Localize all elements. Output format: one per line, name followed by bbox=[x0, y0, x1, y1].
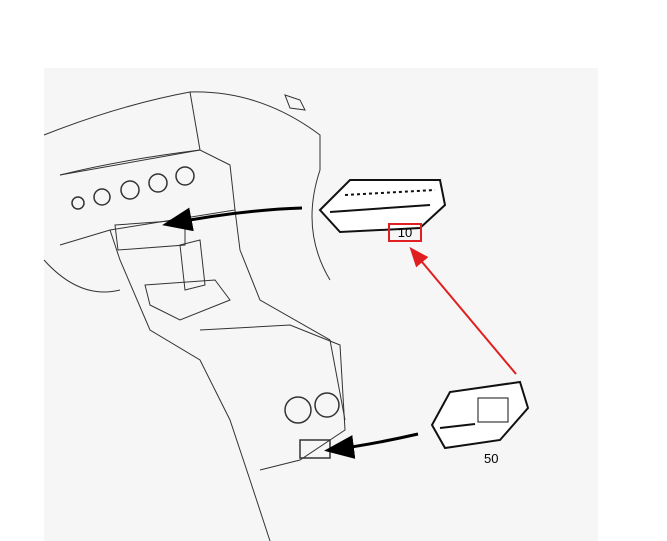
dashboard-vents bbox=[71, 166, 340, 459]
highlight-arrow bbox=[409, 246, 517, 375]
callout-50: 50 bbox=[484, 451, 499, 466]
install-arrow-rear bbox=[324, 432, 419, 459]
install-arrow-front bbox=[162, 206, 303, 232]
callout-10: 10 bbox=[388, 223, 422, 242]
drawing-background bbox=[44, 68, 598, 541]
climate-control-unit-front bbox=[318, 179, 447, 234]
dashboard-outline bbox=[43, 91, 346, 541]
climate-control-unit-rear bbox=[430, 380, 530, 450]
